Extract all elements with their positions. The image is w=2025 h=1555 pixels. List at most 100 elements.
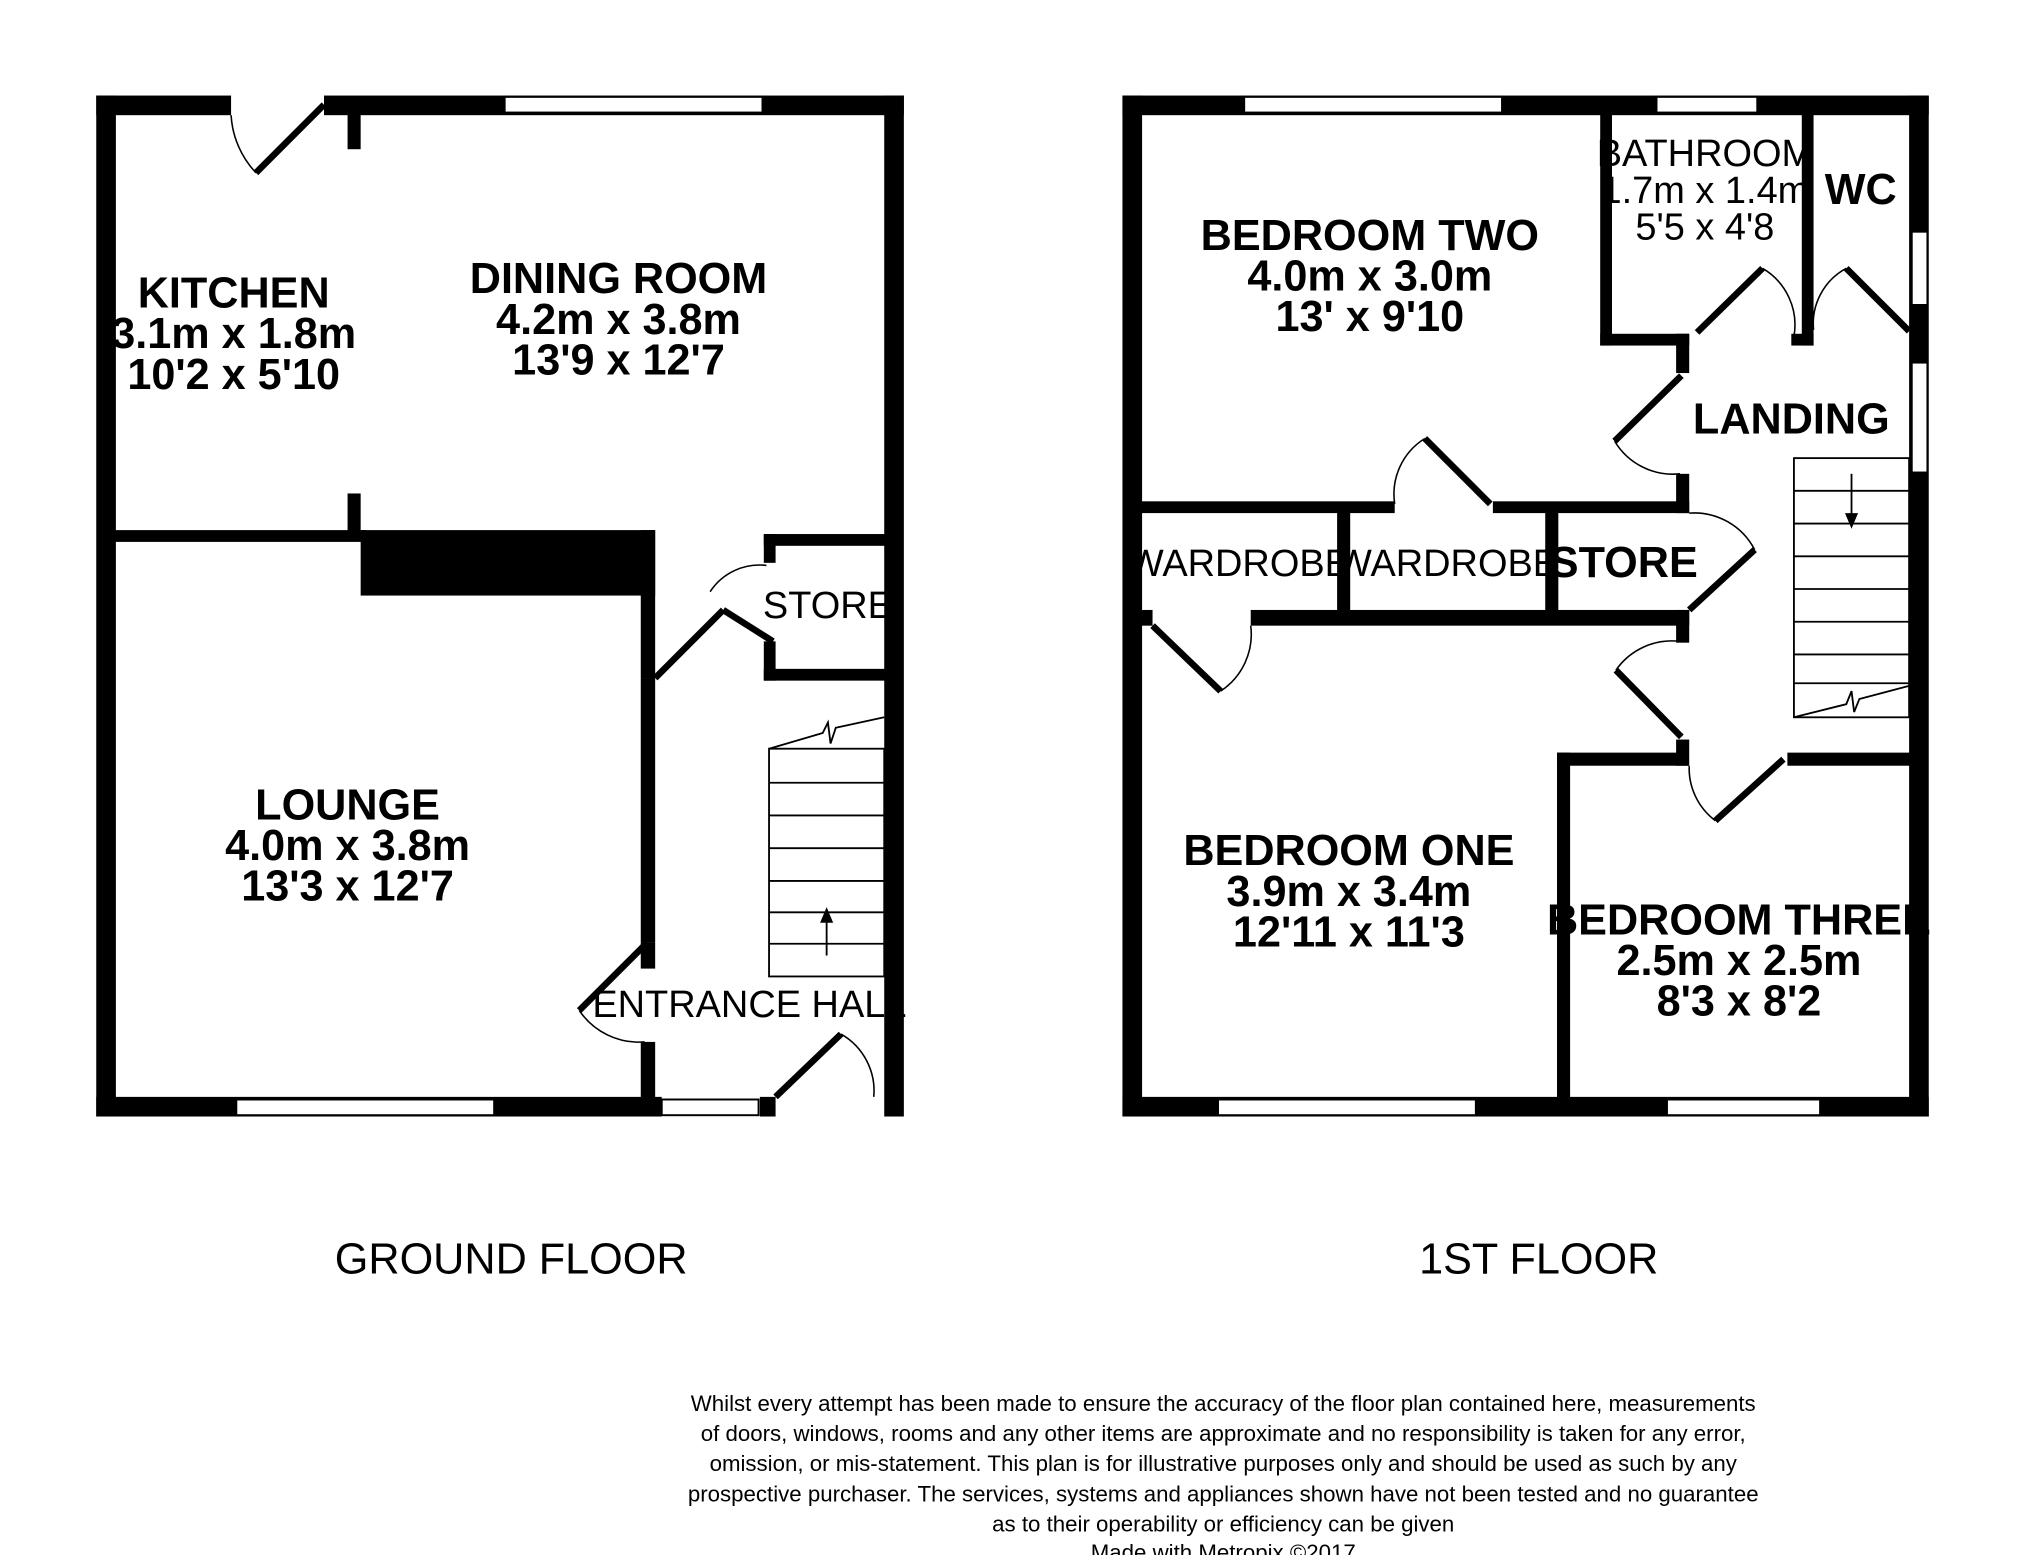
- ground-store-name: STORE: [763, 585, 893, 627]
- door-swing: [1393, 437, 1426, 505]
- wall: [884, 95, 904, 1117]
- wc-name: WC: [1825, 166, 1897, 214]
- kitchen-metric: 3.1m x 1.8m: [111, 310, 356, 358]
- disclaimer-line: prospective purchaser. The services, sys…: [688, 1481, 1759, 1506]
- lounge-metric: 4.0m x 3.8m: [225, 822, 470, 870]
- door-swing: [1762, 267, 1796, 337]
- bathroom-imperial: 5'5 x 4'8: [1635, 207, 1774, 249]
- wall: [640, 678, 656, 943]
- wall: [1337, 510, 1351, 618]
- wall: [1909, 95, 1929, 1117]
- window: [1243, 95, 1504, 114]
- wall: [1139, 501, 1395, 514]
- wardrobe-two-name: WARDROBE: [1336, 543, 1558, 585]
- first-store-name: STORE: [1550, 539, 1698, 587]
- door-swing: [1689, 512, 1756, 551]
- door-leaf: [773, 1031, 844, 1100]
- wardrobe-one-name: WARDROBE: [1128, 543, 1350, 585]
- door-leaf: [576, 940, 650, 1013]
- wall: [347, 112, 361, 150]
- bedroom-three-imperial: 8'3 x 8'2: [1657, 978, 1822, 1026]
- wall: [113, 530, 366, 542]
- disclaimer-line: as to their operability or efficiency ca…: [992, 1511, 1454, 1536]
- wall: [96, 95, 232, 116]
- door-swing: [840, 1033, 875, 1097]
- wall: [763, 534, 887, 546]
- door-swing: [578, 1010, 645, 1043]
- wall: [1787, 752, 1912, 766]
- disclaimer-line: Whilst every attempt has been made to en…: [691, 1391, 1756, 1416]
- dining-room-imperial: 13'9 x 12'7: [512, 336, 725, 384]
- window: [660, 1098, 760, 1117]
- wall: [1139, 609, 1153, 626]
- wall: [759, 1096, 776, 1117]
- entrance-hall-name: ENTRANCE HALL: [592, 984, 906, 1026]
- kitchen-imperial: 10'2 x 5'10: [127, 351, 340, 399]
- wall: [1250, 609, 1690, 626]
- window: [1910, 361, 1929, 474]
- door-leaf: [1686, 547, 1757, 613]
- wall: [1600, 333, 1690, 346]
- kitchen-name: KITCHEN: [138, 270, 330, 318]
- bedroom-two-name: BEDROOM TWO: [1201, 212, 1539, 260]
- door-swing: [1688, 765, 1716, 822]
- bedroom-two-imperial: 13' x 9'10: [1276, 293, 1465, 341]
- bedroom-one-name: BEDROOM ONE: [1183, 827, 1514, 875]
- window: [1910, 230, 1929, 306]
- bedroom-three-metric: 2.5m x 2.5m: [1616, 937, 1861, 985]
- bathroom-name: BATHROOM: [1597, 133, 1813, 175]
- lounge-name: LOUNGE: [255, 781, 440, 829]
- bedroom-one-metric: 3.9m x 3.4m: [1226, 868, 1471, 916]
- door-leaf: [1613, 667, 1684, 740]
- ground-floor-plan: KITCHEN 3.1m x 1.8m 10'2 x 5'10 DINING R…: [96, 95, 906, 1117]
- door-swing: [709, 564, 767, 593]
- dining-room-name: DINING ROOM: [470, 255, 768, 303]
- door-leaf: [1694, 265, 1765, 335]
- bathroom-metric: 1.7m x 1.4m: [1601, 170, 1810, 212]
- wall: [1492, 501, 1690, 514]
- wall: [96, 95, 116, 1117]
- door-swing: [1613, 440, 1681, 475]
- door-swing: [1812, 267, 1847, 330]
- bedroom-two-metric: 4.0m x 3.0m: [1247, 253, 1492, 301]
- door-leaf: [1612, 373, 1684, 444]
- wall: [763, 641, 776, 681]
- wall: [1676, 739, 1690, 766]
- lounge-imperial: 13'3 x 12'7: [241, 863, 454, 911]
- door-leaf: [1422, 436, 1493, 507]
- door-swing: [230, 115, 257, 174]
- door-swing: [1220, 625, 1253, 692]
- wall: [1801, 112, 1814, 346]
- staircase: [1793, 457, 1911, 719]
- wall: [763, 534, 776, 563]
- up-arrow-icon: [820, 907, 834, 923]
- wall: [347, 493, 361, 536]
- window: [1665, 1098, 1822, 1117]
- window: [1655, 95, 1759, 114]
- staircase: [768, 716, 886, 978]
- disclaimer: Whilst every attempt has been made to en…: [688, 1391, 1759, 1555]
- door-swing: [1615, 640, 1681, 671]
- dining-room-metric: 4.2m x 3.8m: [496, 296, 741, 344]
- metropix-credit: Made with Metropix ©2017: [1091, 1540, 1356, 1555]
- disclaimer-line: omission, or mis-statement. This plan is…: [710, 1451, 1738, 1476]
- wall: [763, 668, 887, 681]
- wall: [1545, 510, 1559, 618]
- wall: [1600, 112, 1612, 346]
- door-leaf: [1843, 266, 1912, 334]
- door-leaf: [1713, 756, 1786, 824]
- wall: [1122, 95, 1143, 1117]
- bedroom-one-imperial: 12'11 x 11'3: [1233, 908, 1465, 956]
- door-leaf: [1150, 623, 1223, 694]
- door-leaf: [652, 607, 726, 681]
- landing-name: LANDING: [1693, 395, 1890, 443]
- first-floor-caption: 1ST FLOOR: [1419, 1236, 1658, 1284]
- door-leaf: [253, 102, 327, 176]
- chimney-breast: [360, 530, 656, 596]
- first-floor-plan: BEDROOM TWO 4.0m x 3.0m 13' x 9'10 BATHR…: [1122, 95, 1931, 1117]
- wall: [1557, 752, 1688, 766]
- wall: [1676, 333, 1690, 374]
- window: [503, 95, 764, 114]
- door-leaf: [721, 607, 775, 645]
